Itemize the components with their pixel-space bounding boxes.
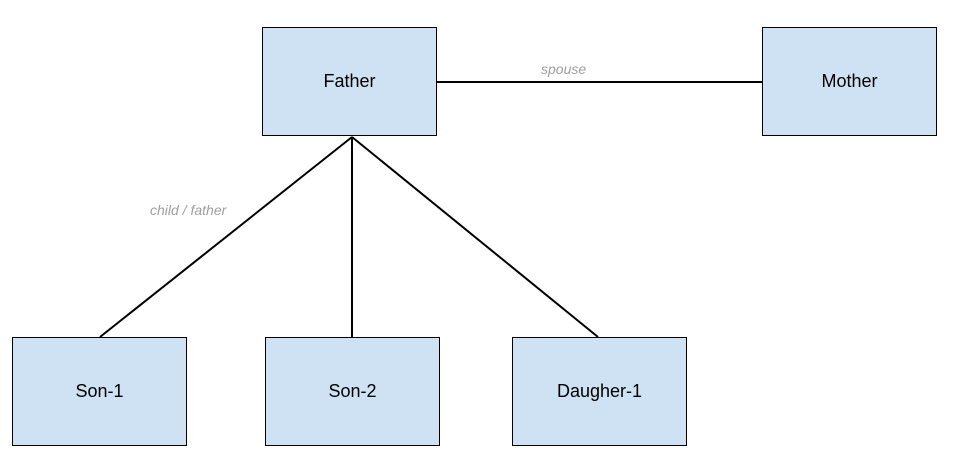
node-father: Father [262, 27, 437, 136]
node-daughter-1: Daugher-1 [512, 337, 687, 446]
edge-father-daughter1 [351, 136, 599, 338]
node-son-2: Son-2 [265, 337, 440, 446]
edge-father-son1 [99, 136, 353, 338]
node-son-1: Son-1 [12, 337, 187, 446]
edge-label-child-father: child / father [150, 202, 227, 218]
edge-label-spouse: spouse [541, 61, 587, 77]
node-mother: Mother [762, 27, 937, 136]
